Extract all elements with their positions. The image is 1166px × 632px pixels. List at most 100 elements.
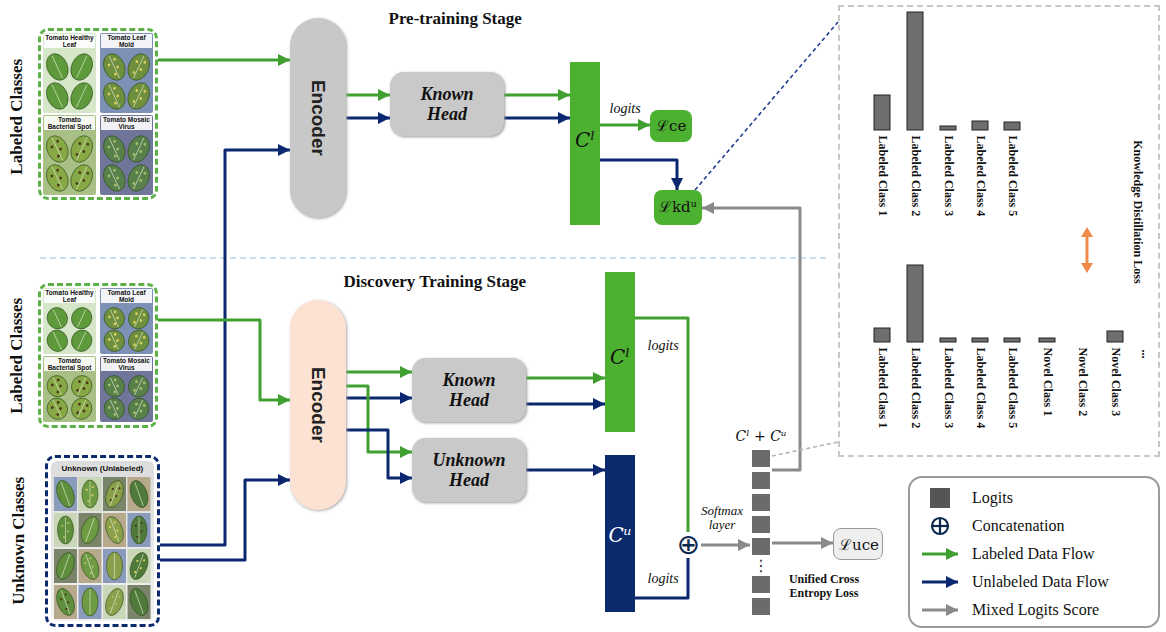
leaf: [124, 161, 153, 195]
ellipsis: ...: [1138, 349, 1152, 358]
thumbnail: [54, 549, 77, 583]
thumbnail: [103, 477, 126, 511]
logit-square: [752, 576, 770, 593]
labeled-panel: Labeled ClassesTomato Healthy LeafTomato…: [38, 283, 158, 428]
leaf-blade: [53, 478, 78, 510]
encoder-block: Encoder: [290, 300, 346, 510]
leaf-blade: [43, 50, 72, 84]
leaf-blade: [78, 550, 103, 582]
leaf-spot: [135, 525, 137, 527]
legend-sample: [918, 516, 964, 536]
leaf: [78, 514, 103, 546]
leaf-vein: [78, 377, 86, 395]
leaf: [68, 395, 95, 422]
leaf: [127, 550, 152, 582]
leaf-blade: [127, 478, 152, 510]
class-label: Labeled Class 2: [908, 135, 922, 216]
leaf-spot: [50, 145, 54, 149]
leaf-spot: [57, 183, 61, 187]
leaf: [124, 50, 153, 84]
images-title: Unknown (Unlabeled): [62, 464, 144, 473]
leaf-spot: [116, 407, 120, 411]
leaf-spot: [132, 100, 136, 104]
leaf-vein: [110, 309, 118, 327]
class-label: Labeled Class 3: [941, 135, 955, 216]
leaf-vein: [135, 332, 143, 350]
leaf-blade: [102, 586, 127, 618]
leaf-spot: [56, 168, 60, 172]
leaf-spot: [116, 339, 120, 343]
leaf-spot: [65, 608, 68, 611]
leaf-blade: [67, 132, 96, 166]
leaf: [101, 327, 128, 354]
leaf-spot: [143, 559, 146, 562]
thumbnail-grid: [51, 461, 154, 621]
leaf-spot: [107, 406, 111, 410]
leaf-spot: [118, 487, 121, 490]
leaf-blade: [67, 161, 96, 195]
leaf-spot: [115, 603, 118, 606]
leaf-spot: [113, 390, 117, 394]
leaf: [125, 372, 152, 400]
connector: [346, 94, 390, 97]
thumbnail: [128, 477, 151, 511]
leaf-vein: [110, 482, 119, 506]
bar-label: Cᵘ: [609, 524, 632, 547]
leaf-spot: [107, 315, 111, 319]
leaf-spot: [143, 171, 147, 175]
leaf-vein: [135, 590, 144, 614]
leaf-blade: [43, 79, 72, 113]
leaf-blade: [44, 395, 71, 422]
leaf-spot: [63, 536, 65, 538]
leaf-blade: [100, 161, 129, 195]
leaf-spot: [116, 316, 120, 320]
leaf-blade: [125, 372, 152, 400]
connector: [346, 386, 412, 452]
leaf: [124, 132, 153, 166]
class-label: Labeled Class 3: [941, 347, 955, 428]
leaf-vein: [109, 85, 120, 108]
leaf-blade: [53, 586, 78, 618]
leaf-blade: [101, 395, 128, 422]
thumbnail: [79, 513, 102, 547]
leaf-blade: [124, 79, 153, 113]
class-label: Labeled Class 5: [1005, 347, 1019, 428]
leaf-vein: [110, 332, 118, 350]
leaf-spot: [132, 71, 136, 75]
leaf-blade: [44, 304, 71, 332]
logit-square: [752, 472, 770, 489]
leaf: [78, 550, 103, 582]
image-tile: Tomato Bacterial Spot: [43, 356, 96, 422]
leaf-spot: [78, 142, 82, 146]
thumbnail: [128, 549, 151, 583]
leaf-blade: [131, 516, 147, 544]
leaf-spot: [57, 154, 61, 158]
leaf-spot: [113, 322, 117, 326]
connector: [504, 117, 570, 120]
bar-label: Cˡ: [575, 129, 595, 152]
leaf-spot: [135, 60, 139, 64]
leaf-spot: [50, 406, 54, 410]
leaf: [124, 79, 153, 113]
leaf: [101, 372, 128, 400]
leaf-vein: [133, 138, 144, 161]
leaf-spot: [142, 336, 146, 340]
stage-title: Discovery Training Stage: [344, 272, 527, 292]
leaf-spot: [107, 338, 111, 342]
leaf-vein: [61, 554, 70, 578]
leaf-spot: [113, 333, 117, 337]
leaf: [100, 50, 129, 84]
connector: [158, 59, 290, 62]
connector: [346, 117, 390, 120]
logit-square: [752, 450, 770, 467]
concat-circle: [932, 518, 948, 534]
leaf-blade: [44, 327, 71, 354]
leaf-spot: [113, 310, 117, 314]
leaf-spot: [135, 89, 139, 93]
connector: [772, 442, 838, 456]
leaf-vein: [61, 590, 70, 614]
leaf-vein: [135, 554, 144, 578]
leaf-spot: [134, 571, 137, 574]
connector: [346, 397, 412, 400]
leaf: [107, 552, 123, 580]
